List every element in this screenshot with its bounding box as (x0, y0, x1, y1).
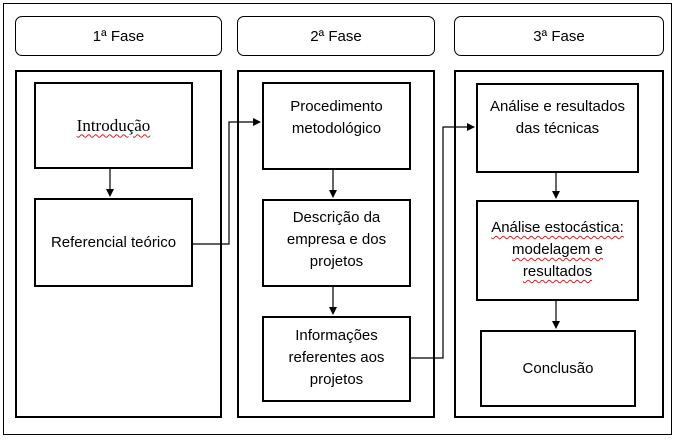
descricao-box: Descrição da empresa e dos projetos (262, 199, 411, 287)
phase-2-label: 2ª Fase (310, 27, 362, 45)
procedimento-box: Procedimento metodológico (262, 82, 411, 170)
introducao-label: Introdução (76, 115, 151, 135)
estocastica-box: Análise estocástica: modelagem e resulta… (476, 200, 639, 301)
procedimento-line-2: metodológico (291, 120, 382, 137)
analise-line-2: das técnicas (515, 120, 600, 137)
arrow-referencial-to-procedimento (193, 118, 261, 245)
phase-2-column (237, 70, 435, 418)
phase-1-label: 1ª Fase (92, 27, 145, 45)
descricao-line-3: projetos (309, 253, 364, 270)
conclusao-label: Conclusão (522, 359, 594, 377)
analise-line-1: Análise e resultados (489, 98, 626, 115)
estocastica-line-1: Análise estocástica: (491, 219, 624, 236)
informacoes-box: Informações referentes aos projetos (262, 316, 411, 402)
estocastica-line-3: resultados (522, 263, 593, 280)
informacoes-line-1: Informações (295, 327, 378, 344)
arrow-informacoes-to-analise (411, 123, 475, 359)
referencial-box: Referencial teórico (34, 198, 193, 287)
phase-2-header: 2ª Fase (237, 16, 435, 56)
introducao-box: Introdução (34, 82, 193, 169)
conclusao-box: Conclusão (480, 330, 636, 407)
phase-3-label: 3ª Fase (533, 27, 585, 45)
informacoes-line-2: referentes aos (288, 349, 385, 366)
phase-3-header: 3ª Fase (454, 16, 664, 56)
phase-1-header: 1ª Fase (15, 16, 222, 56)
estocastica-line-2: modelagem e (512, 241, 603, 258)
analise-box: Análise e resultados das técnicas (476, 83, 639, 173)
phase-3-column (454, 70, 664, 418)
procedimento-line-1: Procedimento (290, 98, 383, 115)
descricao-line-1: Descrição da (292, 209, 381, 226)
diagram-frame (3, 3, 672, 435)
informacoes-line-3: projetos (309, 371, 364, 388)
referencial-label: Referencial teórico (50, 233, 177, 251)
descricao-line-2: empresa e dos (286, 231, 387, 248)
